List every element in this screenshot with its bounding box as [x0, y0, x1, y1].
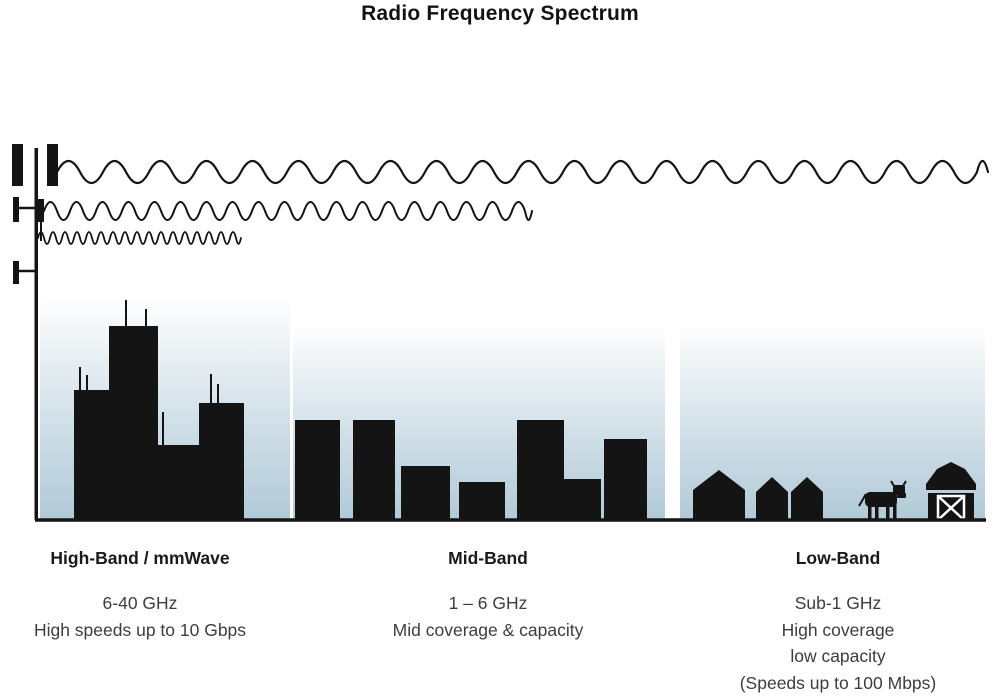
barn-icon: [926, 462, 976, 522]
radio-wave-mid-band-icon: [43, 201, 533, 221]
mid-band-skyline: [295, 420, 647, 520]
high-band-label-group: High-Band / mmWave 6-40 GHz High speeds …: [5, 548, 275, 643]
house-icon: [791, 477, 823, 520]
building: [517, 420, 564, 520]
house-icon: [756, 477, 788, 520]
low-band-description-2: low capacity: [790, 646, 886, 666]
building: [353, 420, 395, 520]
radio-wave-high-band-icon: [37, 231, 242, 245]
high-band-frequency: 6-40 GHz: [102, 593, 178, 613]
diagram-title: Radio Frequency Spectrum: [361, 2, 639, 25]
low-band-frequency: Sub-1 GHz: [794, 593, 882, 613]
cow-icon: [858, 480, 907, 519]
high-band-name: High-Band / mmWave: [50, 548, 230, 568]
high-band-skyline: [74, 300, 244, 520]
low-band-name: Low-Band: [795, 548, 881, 568]
building: [559, 479, 601, 520]
high-band-description: High speeds up to 10 Gbps: [33, 619, 247, 640]
low-band-countryside: [693, 462, 976, 522]
low-band-description-3: (Speeds up to 100 Mbps): [739, 672, 937, 693]
skyscraper: [109, 326, 158, 520]
building: [401, 466, 450, 520]
spectrum-illustration: [12, 144, 990, 522]
low-band-label-group: Low-Band Sub-1 GHz High coverage low cap…: [688, 548, 988, 696]
mid-band-label-group: Mid-Band 1 – 6 GHz Mid coverage & capaci…: [353, 548, 623, 643]
radio-wave-low-band-icon: [55, 159, 990, 185]
building: [604, 439, 647, 520]
mid-band-name: Mid-Band: [448, 548, 528, 568]
mid-band-description: Mid coverage & capacity: [392, 619, 584, 640]
skyscraper: [199, 403, 244, 520]
mid-band-frequency: 1 – 6 GHz: [448, 593, 528, 613]
skyscraper: [74, 390, 110, 520]
building: [459, 482, 505, 520]
skyscraper: [158, 445, 199, 520]
house-icon: [693, 470, 745, 520]
low-band-description-1: High coverage: [781, 619, 895, 640]
building: [295, 420, 340, 520]
